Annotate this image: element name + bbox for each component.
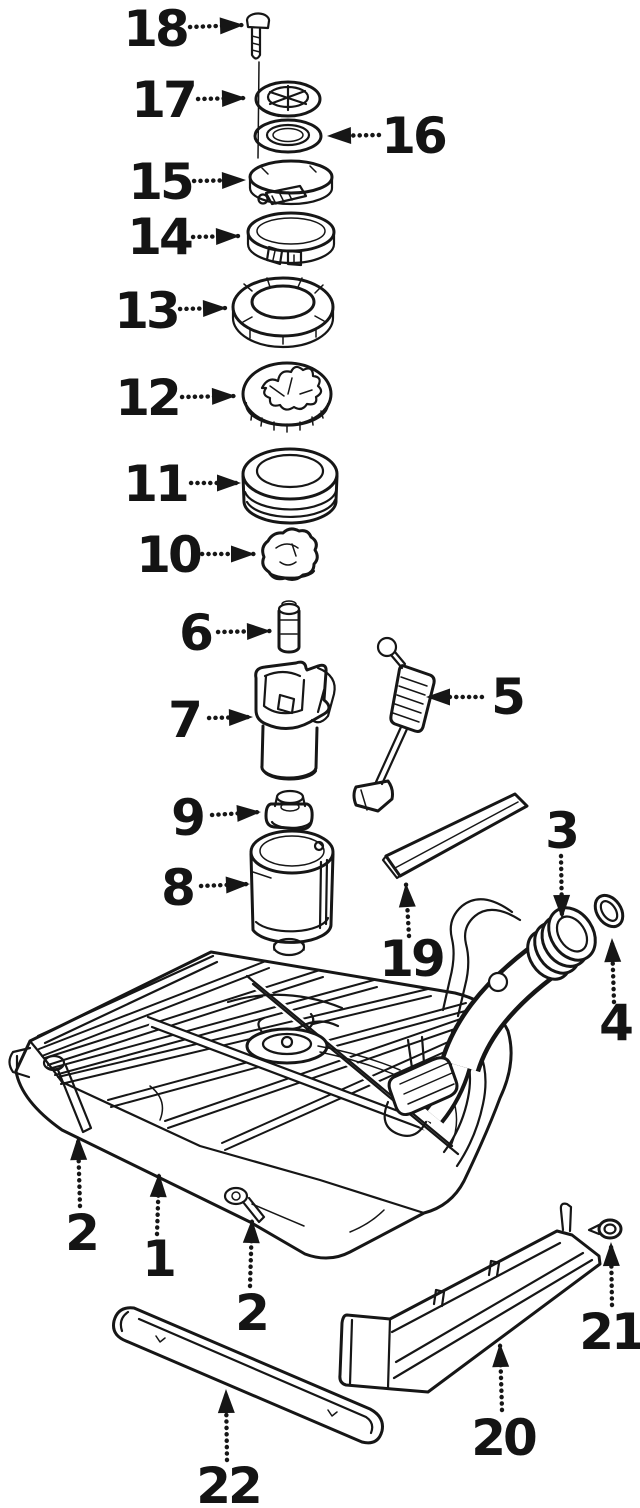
callout-12-label: 12 xyxy=(115,369,179,427)
callout-8: 8 xyxy=(161,859,252,917)
part-2-bolt-right xyxy=(223,1186,266,1224)
part-20-heat-shield xyxy=(338,1202,602,1394)
callout-21-leader xyxy=(602,1240,620,1308)
callout-2-left: 2 xyxy=(65,1134,100,1262)
part-10-vent-cap xyxy=(261,527,319,581)
callout-16: 16 xyxy=(325,107,449,165)
part-19-pad-strip xyxy=(381,792,529,880)
callout-5: 5 xyxy=(424,668,526,726)
callout-10-label: 10 xyxy=(136,526,201,584)
callout-19-leader xyxy=(398,881,416,939)
callout-21: 21 xyxy=(579,1240,640,1361)
callout-12: 12 xyxy=(115,369,238,427)
callout-1-label: 1 xyxy=(142,1230,174,1288)
callout-3-leader xyxy=(553,853,571,921)
callout-14-label: 14 xyxy=(127,208,192,266)
callout-2-left-label: 2 xyxy=(65,1204,97,1262)
callout-9-label: 9 xyxy=(171,789,203,847)
callout-21-label: 21 xyxy=(579,1303,640,1361)
callout-22-leader xyxy=(217,1387,235,1463)
callout-8-leader xyxy=(198,876,252,894)
callout-4: 4 xyxy=(599,936,635,1052)
callout-19: 19 xyxy=(379,881,446,988)
callout-16-label: 16 xyxy=(381,107,446,165)
part-9-grommet xyxy=(264,789,314,831)
callout-16-leader xyxy=(325,127,382,145)
part-3-filler-pipe xyxy=(317,898,597,1168)
callout-9: 9 xyxy=(171,789,263,847)
callout-7: 7 xyxy=(168,691,255,749)
part-16-seal-ring xyxy=(253,118,323,154)
part-12-filler-cap xyxy=(241,361,333,433)
part-22-support-strap xyxy=(112,1306,384,1445)
part-6-check-valve xyxy=(277,600,301,654)
part-13-lock-ring xyxy=(231,276,335,349)
callout-18-label: 18 xyxy=(123,0,187,58)
callout-14-leader xyxy=(190,228,242,245)
callout-14: 14 xyxy=(127,208,242,266)
callout-20-leader xyxy=(492,1341,510,1413)
callout-13-label: 13 xyxy=(114,282,178,340)
callout-1-leader xyxy=(149,1171,167,1237)
callout-17: 17 xyxy=(131,71,248,129)
part-11-seal-ring-stack xyxy=(241,447,339,525)
callout-13-leader xyxy=(177,300,229,317)
callout-22: 22 xyxy=(196,1387,263,1508)
part-17-cap-washer xyxy=(254,80,322,118)
part-14-hose-clamp xyxy=(246,211,336,267)
callout-3: 3 xyxy=(545,802,580,921)
callout-8-label: 8 xyxy=(161,859,193,917)
part-7-pump-retainer xyxy=(254,660,336,781)
callout-17-leader xyxy=(195,89,248,107)
callout-7-leader xyxy=(206,709,255,727)
callout-18: 18 xyxy=(123,0,246,58)
callout-6: 6 xyxy=(179,604,273,662)
part-2-bolt-left xyxy=(42,1054,93,1134)
callout-11-label: 11 xyxy=(123,455,187,513)
part-15-hose-clamp xyxy=(248,159,334,206)
callout-20-label: 20 xyxy=(471,1409,536,1467)
part-8-pump-canister xyxy=(249,829,335,957)
callouts: 18 17 16 15 14 13 12 11 xyxy=(65,0,640,1508)
callout-12-leader xyxy=(179,387,238,405)
callout-7-label: 7 xyxy=(168,691,200,749)
callout-1: 1 xyxy=(142,1171,177,1288)
callout-22-label: 22 xyxy=(196,1457,260,1508)
part-21-shield-bolt xyxy=(587,1218,623,1240)
callout-20: 20 xyxy=(471,1341,539,1467)
callout-17-label: 17 xyxy=(131,71,195,129)
callout-4-leader xyxy=(604,936,622,1005)
callout-15-label: 15 xyxy=(128,153,192,211)
callout-6-leader xyxy=(215,622,273,640)
callout-11: 11 xyxy=(123,455,243,513)
callout-2-left-leader xyxy=(70,1134,88,1209)
part-5-fuel-level-sender xyxy=(352,636,436,813)
callout-5-label: 5 xyxy=(491,668,523,726)
callout-15-leader xyxy=(191,171,248,189)
callout-6-label: 6 xyxy=(179,604,212,662)
callout-3-label: 3 xyxy=(545,802,577,860)
callout-15: 15 xyxy=(128,153,248,211)
callout-2-right-leader xyxy=(242,1217,260,1289)
callout-19-label: 19 xyxy=(379,930,443,988)
callout-4-label: 4 xyxy=(599,994,632,1052)
callout-18-leader xyxy=(187,17,246,35)
callout-9-leader xyxy=(209,804,263,822)
callout-2-right: 2 xyxy=(235,1217,270,1342)
callout-2-right-label: 2 xyxy=(235,1284,267,1342)
part-4-pipe-seal xyxy=(593,893,625,929)
callout-10: 10 xyxy=(136,526,257,584)
callout-13: 13 xyxy=(114,282,229,340)
